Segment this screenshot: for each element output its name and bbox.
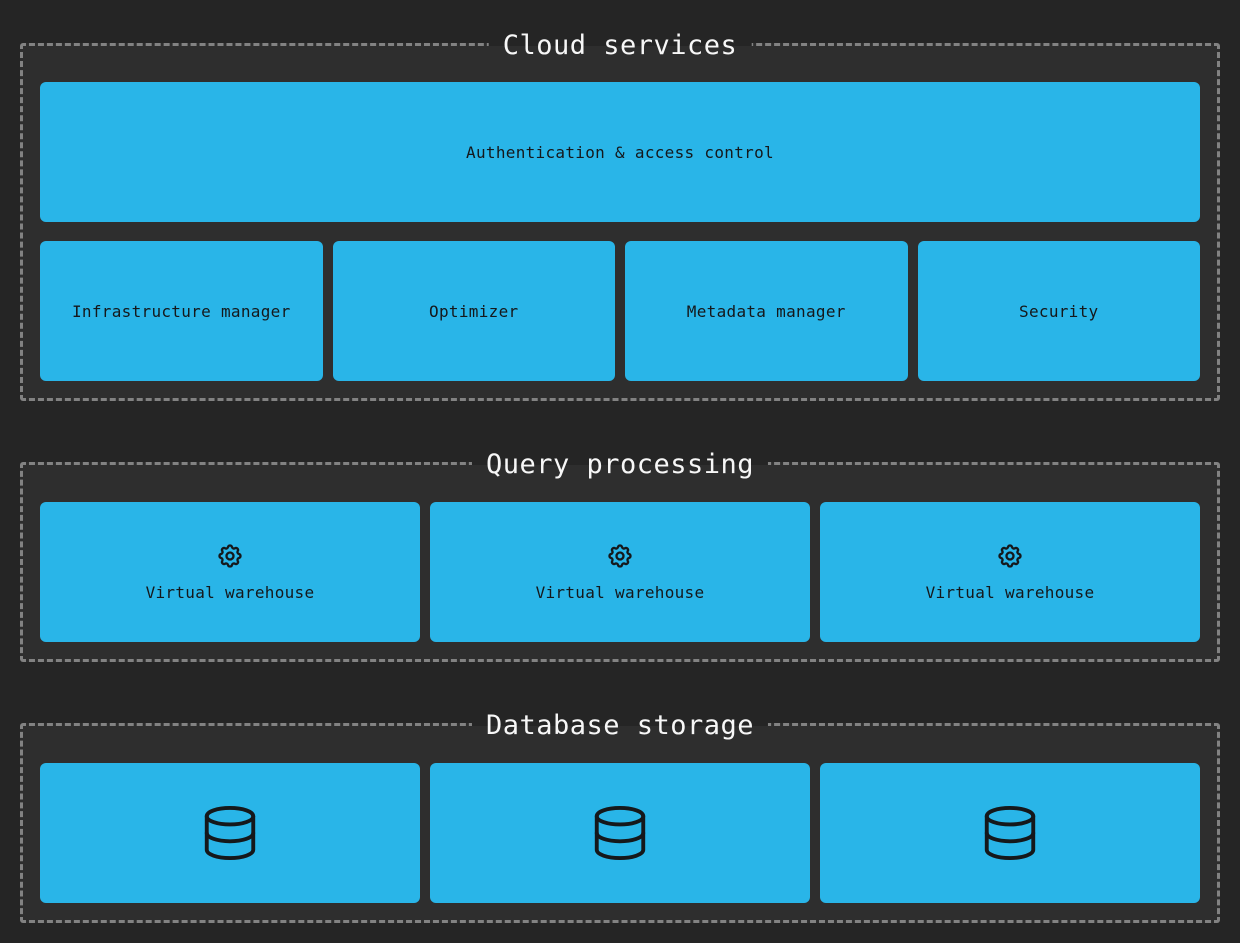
database-icon (984, 806, 1036, 860)
infrastructure-manager-label: Infrastructure manager (71, 301, 291, 321)
section-cloud-services: Cloud services Authentication & access c… (20, 29, 1220, 401)
metadata-manager-label: Metadata manager (686, 301, 846, 321)
virtual-warehouse-box: Virtual warehouse (820, 502, 1200, 642)
security-box: Security (917, 241, 1200, 381)
section-title-query-processing: Query processing (471, 448, 769, 482)
virtual-warehouse-label: Virtual warehouse (925, 583, 1095, 602)
database-storage-body (23, 726, 1217, 920)
database-storage-row (40, 763, 1200, 903)
gear-icon (998, 544, 1022, 568)
optimizer-box: Optimizer (332, 241, 615, 381)
auth-access-control-box: Authentication & access control (40, 82, 1200, 222)
query-processing-body: Virtual warehouse Virtual warehouse Virt… (23, 465, 1217, 659)
database-box (430, 763, 810, 903)
section-query-processing: Query processing Virtual warehouse Virtu… (20, 448, 1220, 662)
database-icon (204, 806, 256, 860)
section-database-storage: Database storage (20, 709, 1220, 923)
auth-access-control-label: Authentication & access control (466, 142, 774, 162)
metadata-manager-box: Metadata manager (625, 241, 908, 381)
gear-icon (608, 544, 632, 568)
database-box (40, 763, 420, 903)
security-label: Security (1019, 301, 1099, 321)
database-box (820, 763, 1200, 903)
section-title-database-storage: Database storage (471, 709, 769, 743)
virtual-warehouse-label: Virtual warehouse (535, 583, 705, 602)
gear-icon (218, 544, 242, 568)
virtual-warehouse-box: Virtual warehouse (40, 502, 420, 642)
cloud-services-row: Infrastructure manager Optimizer Metadat… (40, 241, 1200, 381)
virtual-warehouse-box: Virtual warehouse (430, 502, 810, 642)
cloud-services-body: Authentication & access control Infrastr… (23, 46, 1217, 398)
database-icon (594, 806, 646, 860)
query-processing-row: Virtual warehouse Virtual warehouse Virt… (40, 502, 1200, 642)
optimizer-label: Optimizer (429, 301, 519, 321)
infrastructure-manager-box: Infrastructure manager (40, 241, 323, 381)
section-title-cloud-services: Cloud services (488, 29, 752, 63)
virtual-warehouse-label: Virtual warehouse (145, 583, 315, 602)
